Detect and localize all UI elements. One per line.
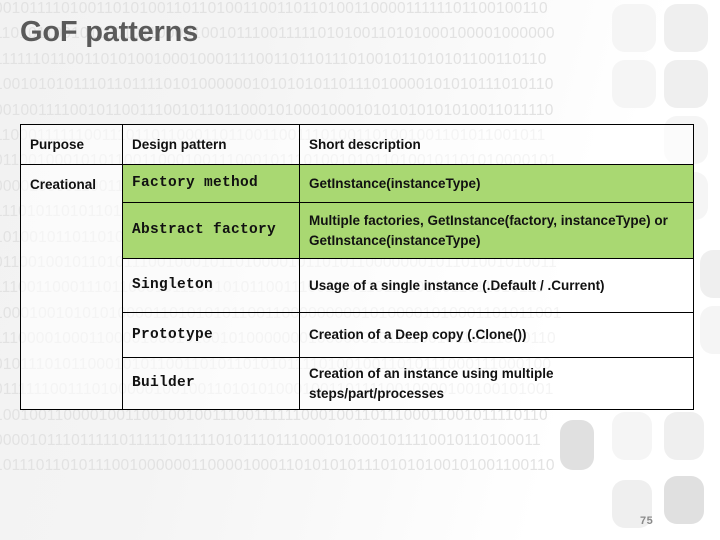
column-header-purpose: Purpose xyxy=(20,124,123,165)
purpose-creational: Creational xyxy=(20,164,123,410)
decorative-square xyxy=(612,412,652,460)
table-row: Singleton Usage of a single instance (.D… xyxy=(21,258,694,313)
description-builder: Creation of an instance using multiple s… xyxy=(299,357,694,410)
decorative-square xyxy=(664,4,708,52)
table-header-row: Purpose Design pattern Short description xyxy=(20,124,694,165)
column-header-design-pattern: Design pattern xyxy=(122,124,300,165)
gof-patterns-table: Purpose Design pattern Short description… xyxy=(20,124,694,410)
decorative-square xyxy=(560,420,594,470)
pattern-name-prototype: Prototype xyxy=(122,312,300,358)
description-factory-method: GetInstance(instanceType) xyxy=(299,164,694,203)
description-singleton: Usage of a single instance (.Default / .… xyxy=(299,258,694,313)
decorative-square xyxy=(612,4,656,52)
pattern-name-abstract-factory: Abstract factory xyxy=(122,202,300,259)
decorative-square xyxy=(700,250,720,298)
decorative-square xyxy=(664,60,708,108)
pattern-name-singleton: Singleton xyxy=(122,258,300,313)
page-number: 75 xyxy=(640,515,654,527)
decorative-square xyxy=(700,306,720,354)
table-row: Builder Creation of an instance using mu… xyxy=(21,357,694,410)
decorative-square xyxy=(664,476,704,524)
decorative-square xyxy=(612,60,656,108)
description-abstract-factory: Multiple factories, GetInstance(factory,… xyxy=(299,202,694,259)
description-prototype: Creation of a Deep copy (.Clone()) xyxy=(299,312,694,358)
table-row: Prototype Creation of a Deep copy (.Clon… xyxy=(21,312,694,358)
page-title: GoF patterns xyxy=(20,16,199,48)
pattern-name-factory-method: Factory method xyxy=(122,164,300,203)
table-row: Abstract factory Multiple factories, Get… xyxy=(21,202,694,259)
table-row: Creational Factory method GetInstance(in… xyxy=(20,164,694,410)
pattern-name-builder: Builder xyxy=(122,357,300,410)
column-header-short-description: Short description xyxy=(299,124,694,165)
decorative-square xyxy=(664,412,704,460)
